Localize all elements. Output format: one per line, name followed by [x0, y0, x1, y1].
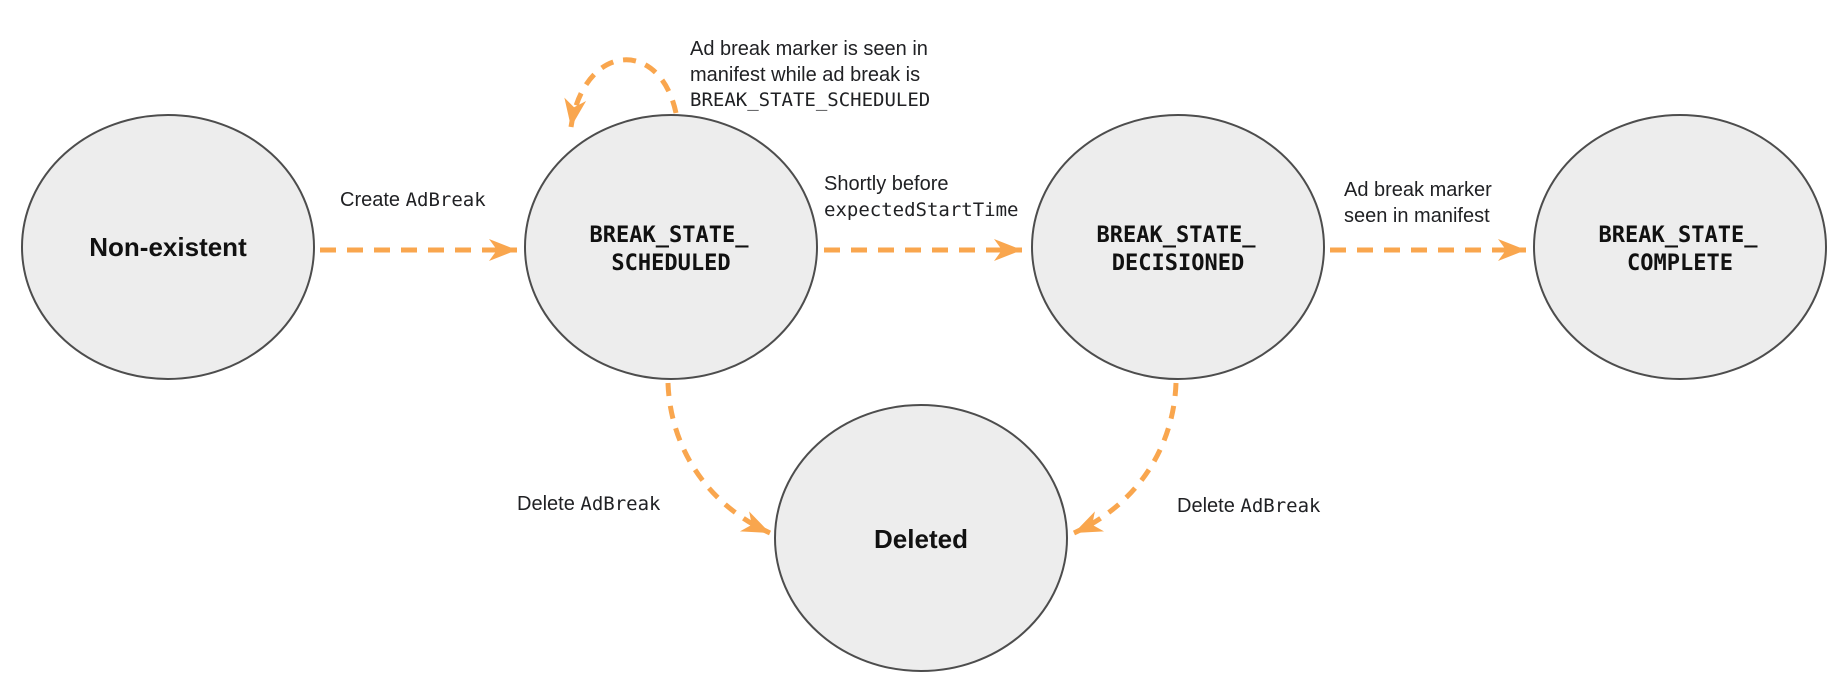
state-label-complete-line1: BREAK_STATE_: [1599, 223, 1759, 248]
edge-decision-line1: Shortly before: [824, 173, 949, 195]
edge-delete-from-decisioned-label: Delete AdBreak: [1177, 495, 1321, 517]
edge-delete-scheduled-label-plain: Delete: [517, 493, 580, 515]
state-circle-break-state-decisioned: [1031, 114, 1325, 380]
edge-self-loop-line1: Ad break marker is seen in: [690, 38, 928, 60]
edge-complete-line2: seen in manifest: [1344, 205, 1490, 227]
edge-delete-from-scheduled-label: Delete AdBreak: [517, 493, 661, 515]
edge-complete-label: Ad break marker seen in manifest: [1344, 179, 1496, 227]
state-label-decisioned-line1: BREAK_STATE_: [1097, 223, 1257, 248]
state-node-break-state-complete: BREAK_STATE_ COMPLETE: [1533, 114, 1827, 380]
edge-self-loop-line2: manifest while ad break is: [690, 64, 920, 86]
edge-create-label-code: AdBreak: [406, 189, 487, 211]
state-label-non-existent: Non-existent: [89, 232, 247, 262]
state-label-scheduled-line2: SCHEDULED: [611, 251, 730, 276]
state-node-deleted: Deleted: [774, 404, 1068, 672]
edge-delete-from-scheduled: [665, 382, 772, 536]
state-label-complete-line2: COMPLETE: [1627, 251, 1733, 276]
state-label-scheduled-line1: BREAK_STATE_: [590, 223, 750, 248]
state-circle-break-state-complete: [1533, 114, 1827, 380]
edge-self-loop-line3: BREAK_STATE_SCHEDULED: [690, 89, 930, 111]
edge-create-label-plain: Create: [340, 189, 406, 211]
state-circle-break-state-scheduled: [524, 114, 818, 380]
edge-self-loop-label: Ad break marker is seen in manifest whil…: [690, 38, 932, 111]
state-node-break-state-decisioned: BREAK_STATE_ DECISIONED: [1031, 114, 1325, 380]
state-label-decisioned-line2: DECISIONED: [1112, 251, 1244, 276]
state-label-break-state-scheduled: BREAK_STATE_ SCHEDULED: [590, 223, 753, 276]
edge-delete-scheduled-label-code: AdBreak: [580, 493, 661, 515]
state-node-break-state-scheduled: BREAK_STATE_ SCHEDULED: [524, 114, 818, 380]
state-circle-non-existent: [21, 114, 315, 380]
edge-create-adbreak-label: Create AdBreak: [340, 189, 486, 211]
state-label-deleted: Deleted: [874, 524, 968, 554]
edge-delete-decisioned-label-plain: Delete: [1177, 495, 1240, 517]
edge-delete-decisioned-label-code: AdBreak: [1240, 495, 1321, 517]
edge-self-loop-scheduled: [564, 57, 679, 128]
edge-decision-label: Shortly before expectedStartTime: [824, 173, 1018, 221]
edge-complete-line1: Ad break marker: [1344, 179, 1492, 201]
state-label-break-state-complete: BREAK_STATE_ COMPLETE: [1599, 223, 1762, 276]
edge-decision-line2: expectedStartTime: [824, 199, 1018, 221]
state-label-break-state-decisioned: BREAK_STATE_ DECISIONED: [1097, 223, 1260, 276]
state-node-non-existent: Non-existent: [21, 114, 315, 380]
state-circle-deleted: [774, 404, 1068, 672]
edge-delete-from-decisioned: [1072, 382, 1179, 536]
